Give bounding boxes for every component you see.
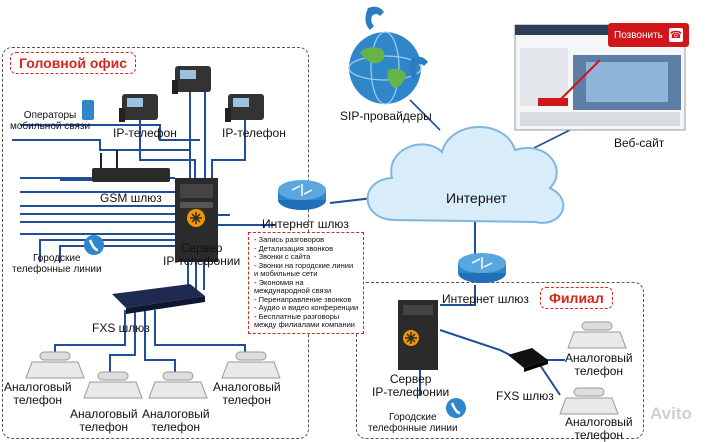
branch-server-label-line-2: IP-телефонии <box>372 385 450 399</box>
head-office-title: Головной офис <box>10 52 137 74</box>
gateway-label: Интернет шлюз <box>262 217 349 231</box>
branch-analog-label-line-2: телефон <box>574 428 624 442</box>
gsm-gateway-icon <box>92 150 170 182</box>
feature-item: - Запись разговоров <box>254 235 325 244</box>
server-icon <box>398 300 438 370</box>
mobile-operators-label-line-2: мобильной связи <box>10 121 91 132</box>
analog-phone-icon <box>83 371 143 399</box>
analog-label-line-1: Аналоговый <box>213 380 281 394</box>
analog-phone-label: Аналоговый телефон <box>142 408 210 434</box>
branch-city-label-line-2: телефонные линии <box>368 423 458 434</box>
branch-server-label: Сервер IP-телефонии <box>372 373 449 399</box>
feature-item: - Звонки с сайта <box>254 252 311 261</box>
branch-analog-label: Аналоговый телефон <box>565 416 633 442</box>
analog-label-line-1: Аналоговый <box>142 407 210 421</box>
feature-item: - Звонки на городские линии <box>254 260 354 270</box>
feature-item: - Аудио и видео конференции <box>254 303 359 312</box>
branch-analog-label: Аналоговый телефон <box>565 352 633 378</box>
internet-cloud-icon <box>366 126 565 224</box>
analog-phone-icon <box>567 321 627 349</box>
analog-phone-icon <box>148 371 208 399</box>
server-label-line-1: Сервер <box>180 241 223 255</box>
sip-label: SIP-провайдеры <box>340 109 432 123</box>
feature-item: между филиалами компании <box>254 320 355 329</box>
analog-phone-label: Аналоговый телефон <box>70 408 138 434</box>
call-button-label: Позвонить <box>614 29 663 41</box>
analog-label-line-2: телефон <box>13 393 63 407</box>
analog-label-line-2: телефон <box>151 420 201 434</box>
ip-phone-label: IP-телефон <box>222 126 286 140</box>
city-lines-label-line-2: телефонные линии <box>12 264 102 275</box>
branch-title: Филиал <box>540 287 613 309</box>
branch-server-label-line-1: Сервер <box>389 372 432 386</box>
feature-item: и мобильные сети <box>254 269 318 278</box>
branch-area <box>356 282 644 439</box>
ip-phone-icon <box>172 66 211 94</box>
branch-analog-label-line-2: телефон <box>574 364 624 378</box>
internet-label: Интернет <box>446 190 508 206</box>
server-icon <box>175 178 218 262</box>
analog-label-line-2: телефон <box>79 420 129 434</box>
ip-phone-icon <box>225 94 264 122</box>
server-label: Сервер IP-телефонии <box>163 242 240 268</box>
watermark: Avito <box>650 404 692 423</box>
server-label-line-2: IP-телефонии <box>163 254 241 268</box>
router-icon <box>458 253 506 283</box>
website-label: Веб-сайт <box>614 136 665 150</box>
analog-label-line-1: Аналоговый <box>70 407 138 421</box>
globe-icon <box>348 31 422 105</box>
mobile-phone-icon <box>82 100 94 120</box>
mobile-operators-label: Операторы мобильной связи <box>10 110 90 132</box>
ip-phone-icon <box>119 94 158 122</box>
branch-city-label-line-1: Городские <box>389 412 437 423</box>
mobile-operators-label-line-1: Операторы <box>23 110 77 121</box>
phone-handset-icon <box>84 235 104 255</box>
gsm-gateway-label: GSM шлюз <box>100 191 162 205</box>
branch-city-lines-label: Городские телефонные линии <box>368 412 458 434</box>
ip-phone-label: IP-телефон <box>113 126 177 140</box>
router-icon <box>278 180 326 210</box>
branch-analog-label-line-1: Аналоговый <box>565 415 633 429</box>
city-lines-label-line-1: Городские <box>33 253 81 264</box>
analog-phone-icon <box>559 387 619 415</box>
feature-item: - Перенаправление звонков <box>254 294 352 304</box>
features-list: - Запись разговоров - Детализация звонко… <box>248 232 365 334</box>
analog-phone-icon <box>221 351 281 379</box>
feature-item: международной связи <box>254 286 332 295</box>
analog-label-line-2: телефон <box>222 393 272 407</box>
fxs-gateway-icon <box>508 348 548 372</box>
branch-analog-label-line-1: Аналоговый <box>565 351 633 365</box>
analog-phone-label: Аналоговый телефон <box>213 381 281 407</box>
phone-handset-icon <box>365 6 428 80</box>
feature-item: - Экономия на <box>254 277 304 287</box>
city-lines-label: Городские телефонные линии <box>12 253 102 275</box>
fxs-gateway-icon <box>112 284 205 314</box>
gateway-label: Интернет шлюз <box>442 292 529 306</box>
analog-label-line-1: Аналоговый <box>4 380 72 394</box>
analog-phone-icon <box>25 351 85 379</box>
phone-handset-icon <box>446 398 466 418</box>
feature-item: - Детализация звонков <box>254 243 334 253</box>
analog-phone-label: Аналоговый телефон <box>4 381 72 407</box>
phone-handset-icon: ☎ <box>668 28 683 42</box>
fxs-gateway-label: FXS шлюз <box>92 321 150 335</box>
call-button[interactable]: Позвонить ☎ <box>608 23 689 47</box>
feature-item: - Бесплатные разговоры <box>254 311 340 321</box>
browser-window-icon <box>514 24 686 131</box>
branch-fxs-label: FXS шлюз <box>496 389 554 403</box>
